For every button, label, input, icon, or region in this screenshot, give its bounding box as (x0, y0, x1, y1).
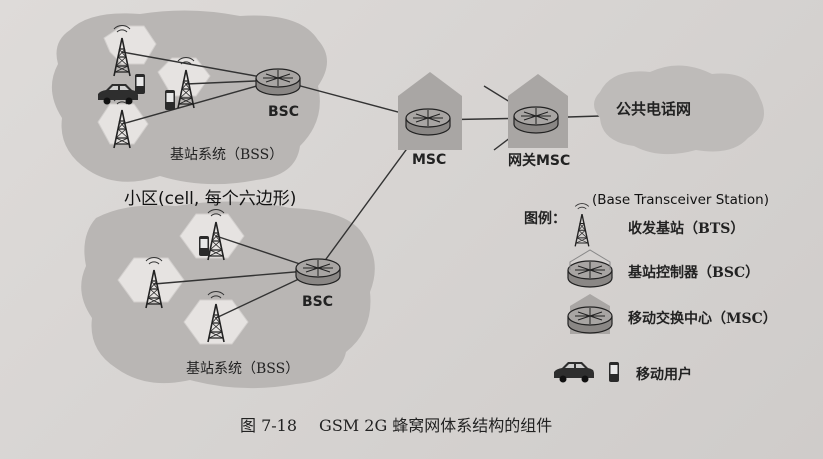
legend-title: 图例： (524, 211, 566, 227)
cell-annotation: 小区(cell, 每个六边形) (124, 189, 297, 209)
hex-cell (117, 257, 185, 303)
phone-icon (199, 236, 209, 256)
figure-caption: 图 7-18 GSM 2G 蜂窝网体系结构的组件 (240, 412, 552, 436)
figure-caption-text: GSM 2G 蜂窝网体系结构的组件 (319, 416, 553, 435)
legend-item-bsc: 基站控制器（BSC） (628, 265, 760, 281)
legend-bsc-house (569, 249, 611, 270)
legend-bts-icon (574, 202, 590, 248)
gateway-msc-label: 网关MSC (508, 153, 571, 169)
legend-bsc-icon (567, 260, 613, 288)
legend-car-icon (554, 362, 594, 383)
bsc-top-label: BSC (268, 104, 300, 120)
pstn-label: 公共电话网 (616, 100, 692, 118)
bss-top-label: 基站系统（BSS） (170, 147, 284, 163)
msc-label: MSC (412, 152, 447, 168)
msc-switch-icon (405, 108, 451, 136)
hex-cell (179, 213, 245, 259)
phone-icon (165, 90, 175, 110)
bsc-router-icon (255, 68, 301, 96)
gateway-msc-switch-icon (513, 106, 559, 134)
bsc-router-icon (295, 258, 341, 286)
bss-bottom-cloud (81, 201, 375, 389)
legend-item-bts: 收发基站（BTS） (628, 221, 745, 237)
pstn-cloud (594, 65, 764, 155)
legend-phone-icon (609, 362, 619, 382)
figure-number: 图 7-18 (240, 416, 298, 435)
bss-bottom-label: 基站系统（BSS） (186, 361, 300, 377)
bsc-bottom-label: BSC (302, 294, 334, 310)
legend-item-mobile-user: 移动用户 (636, 367, 692, 383)
bts-annotation: (Base Transceiver Station) (592, 192, 769, 208)
legend-msc-icon (567, 306, 613, 334)
phone-icon (135, 74, 145, 94)
legend-item-msc: 移动交换中心（MSC） (628, 311, 777, 327)
